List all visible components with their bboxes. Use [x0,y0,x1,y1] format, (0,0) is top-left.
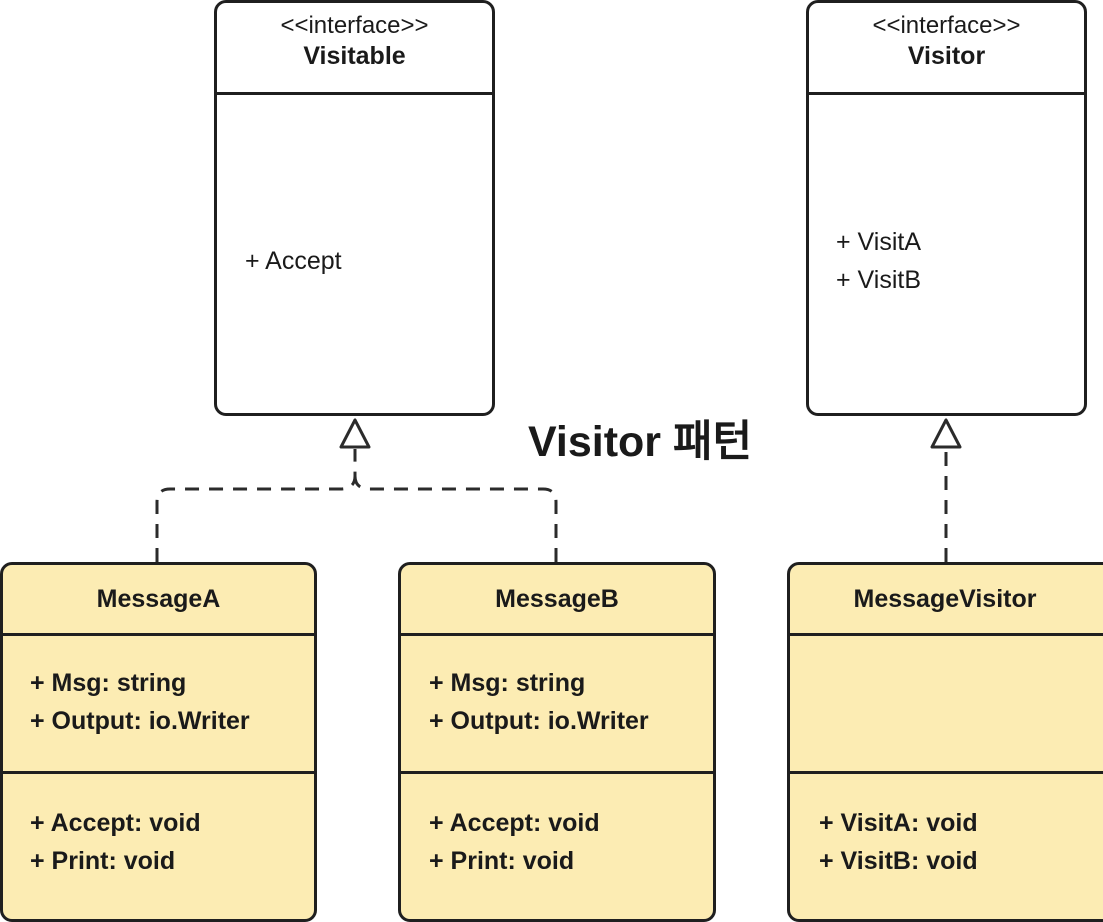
messageb-name: MessageB [495,585,619,613]
messagea-field: + Output: io.Writer [30,707,250,735]
diagram-title: Visitor 패턴 [528,418,753,466]
messagea-methods: + Accept: void + Print: void [3,774,314,880]
messageb-class: MessageB + Msg: string + Output: io.Writ… [398,562,716,922]
messagea-header: MessageA [3,565,314,636]
messagea-class: MessageA + Msg: string + Output: io.Writ… [0,562,317,922]
messageb-method: + Print: void [429,847,575,875]
messagevisitor-class: MessageVisitor + VisitA: void + VisitB: … [787,562,1103,922]
messagevisitor-header: MessageVisitor [790,565,1103,636]
messagevisitor-method: + VisitB: void [819,847,978,875]
visitable-name: Visitable [303,42,406,70]
visitor-stereotype: <<interface>> [872,12,1021,39]
visitor-header: <<interface>> Visitor [809,11,1084,95]
messagea-field: + Msg: string [30,669,187,697]
messagea-method: + Accept: void [30,809,201,837]
visitable-method: + Accept [245,247,342,275]
messageb-field: + Msg: string [429,669,586,697]
visitor-arrowhead-icon [930,418,962,449]
visitable-stereotype: <<interface>> [280,12,429,39]
messageb-fields: + Msg: string + Output: io.Writer [401,636,713,774]
visitor-name: Visitor [907,42,986,70]
visitor-interface: <<interface>> Visitor + VisitA + VisitB [806,0,1087,416]
messagevisitor-methods: + VisitA: void + VisitB: void [790,774,1103,880]
messagea-fields: + Msg: string + Output: io.Writer [3,636,314,774]
visitor-method: + VisitA [836,228,921,256]
visitable-arrowhead-icon [339,418,371,449]
messagevisitor-method: + VisitA: void [819,809,978,837]
visitable-interface: <<interface>> Visitable + Accept [214,0,495,416]
messageb-header: MessageB [401,565,713,636]
messagea-method: + Print: void [30,847,176,875]
visitor-methods: + VisitA + VisitB [809,95,1084,299]
messageb-field: + Output: io.Writer [429,707,649,735]
messagevisitor-fields [790,636,1103,774]
visitor-method: + VisitB [836,266,921,294]
messageb-methods: + Accept: void + Print: void [401,774,713,880]
messageb-method: + Accept: void [429,809,600,837]
realization-line-messageb-visitable [353,475,558,562]
visitable-header: <<interface>> Visitable [217,11,492,95]
visitable-methods: + Accept [217,95,492,280]
realization-line-messagea-visitable [155,449,357,562]
messagevisitor-name: MessageVisitor [853,585,1037,613]
messagea-name: MessageA [96,585,221,613]
